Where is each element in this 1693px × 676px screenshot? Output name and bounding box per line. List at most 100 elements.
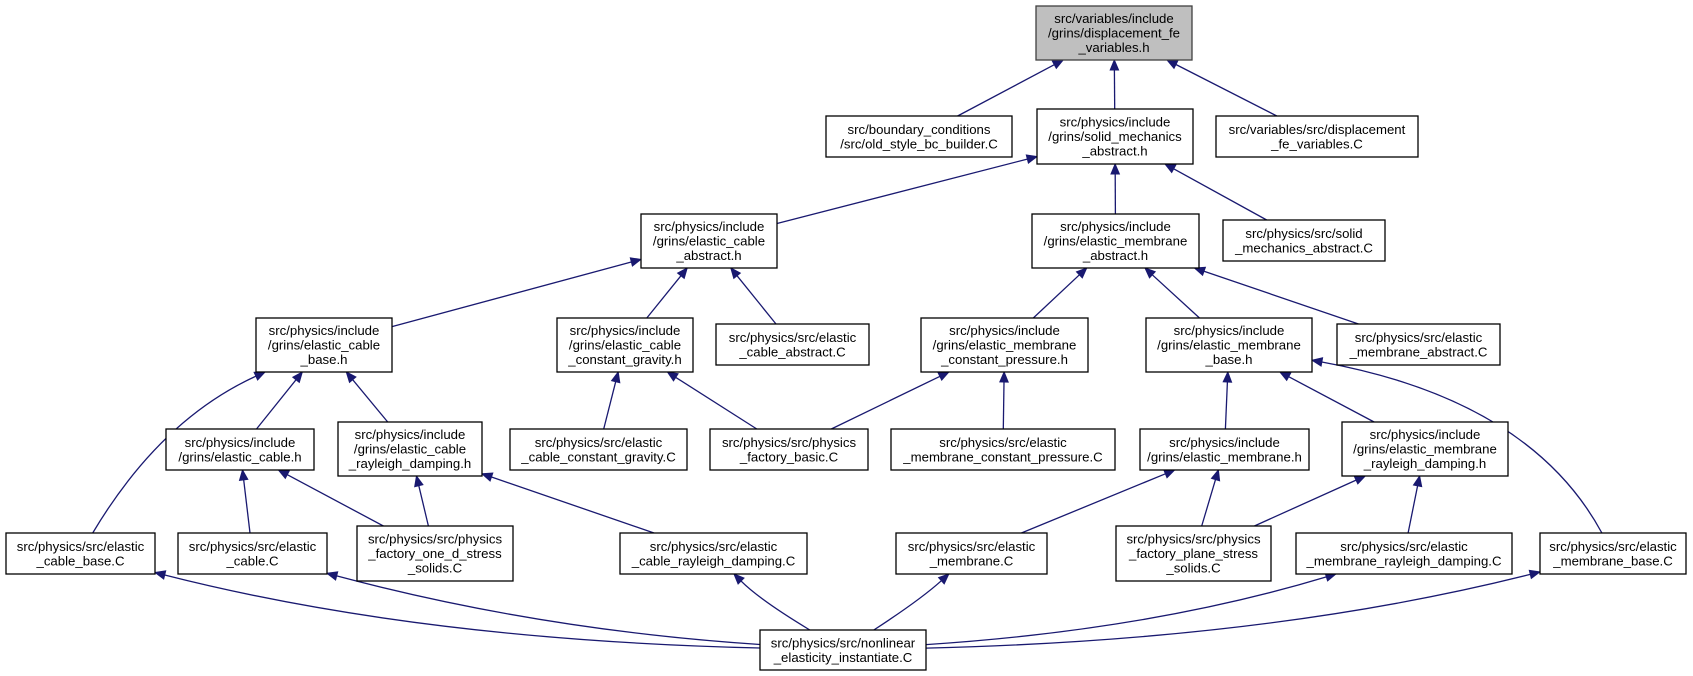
- arrowhead: [733, 573, 745, 585]
- file-node[interactable]: src/physics/src/elastic_membrane_abstrac…: [1336, 323, 1501, 366]
- node-box: [356, 525, 514, 582]
- arrowhead: [729, 266, 742, 280]
- node-box: [177, 532, 328, 575]
- edge-line: [1151, 274, 1200, 319]
- file-node[interactable]: src/physics/src/elastic_membrane_base.C: [1539, 532, 1687, 575]
- dependency-edge-n28-to-n26: [925, 572, 1338, 646]
- edge-line: [675, 376, 758, 430]
- arrowhead: [937, 371, 950, 381]
- node-box: [825, 115, 1013, 158]
- edge-line: [925, 576, 1327, 646]
- file-node[interactable]: src/physics/src/physics_factory_plane_st…: [1115, 525, 1272, 582]
- file-node[interactable]: src/physics/include/grins/elastic_cable.…: [165, 428, 315, 471]
- node-label-line: _membrane.C: [929, 553, 1014, 568]
- node-label-line: _variables.h: [1077, 40, 1149, 55]
- node-label-line: /src/old_style_bc_builder.C: [840, 136, 998, 151]
- edge-line: [391, 261, 632, 328]
- file-node[interactable]: src/physics/src/elastic_membrane_constan…: [890, 428, 1116, 471]
- node-label-line: /grins/elastic_cable: [354, 442, 466, 457]
- file-node[interactable]: src/physics/src/physics_factory_basic.C: [709, 428, 869, 471]
- edge-line: [243, 479, 251, 534]
- node-label-line: _abstract.h: [1081, 144, 1147, 159]
- node-label-line: src/physics/src/elastic: [17, 539, 145, 554]
- node-label-line: /grins/elastic_membrane: [1157, 338, 1301, 353]
- dependency-edge-n28-to-n20: [153, 570, 761, 649]
- nodes-layer: src/variables/include/grins/displacement…: [5, 5, 1687, 671]
- edge-line: [1173, 168, 1268, 221]
- file-node[interactable]: src/physics/src/elastic_membrane.C: [895, 532, 1048, 575]
- arrowhead: [480, 472, 494, 482]
- dependency-edge-n8-to-n4: [646, 267, 689, 319]
- dependency-edge-n16-to-n10: [831, 371, 950, 430]
- file-node[interactable]: src/boundary_conditions/src/old_style_bc…: [825, 115, 1013, 158]
- file-node[interactable]: src/physics/src/elastic_membrane_rayleig…: [1295, 532, 1513, 575]
- node-box: [556, 317, 694, 373]
- edge-line: [164, 574, 761, 649]
- file-node[interactable]: src/physics/include/grins/solid_mechanic…: [1036, 108, 1194, 165]
- file-node[interactable]: src/variables/src/displacement_fe_variab…: [1215, 115, 1419, 158]
- node-label-line: src/physics/src/elastic: [535, 435, 663, 450]
- file-node[interactable]: src/physics/include/grins/elastic_cable_…: [255, 317, 393, 373]
- node-label-line: _membrane_base.C: [1552, 553, 1673, 568]
- file-node[interactable]: src/physics/src/elastic_cable_abstract.C: [715, 323, 870, 366]
- node-label-line: _cable_rayleigh_damping.C: [631, 553, 796, 568]
- node-box: [1036, 108, 1194, 165]
- edges-layer: [92, 58, 1603, 649]
- dependency-edge-n26-to-n19: [1407, 474, 1423, 534]
- arrowhead: [325, 571, 339, 581]
- node-label-line: src/physics/include: [1169, 435, 1280, 450]
- node-box: [1336, 323, 1501, 366]
- file-node[interactable]: src/physics/src/nonlinear_elasticity_ins…: [759, 629, 927, 671]
- arrowhead: [676, 267, 689, 280]
- node-label-line: src/physics/src/elastic: [189, 539, 317, 554]
- node-label-line: src/physics/include: [654, 219, 765, 234]
- dependency-edge-n22-to-n14: [414, 474, 430, 527]
- arrowhead: [414, 474, 424, 488]
- file-node[interactable]: src/physics/include/grins/elastic_membra…: [1139, 428, 1310, 471]
- dependency-edge-n13-to-n7: [255, 370, 304, 430]
- arrowhead: [1310, 357, 1324, 367]
- edge-line: [1002, 381, 1005, 430]
- node-label-line: src/physics/include: [570, 323, 681, 338]
- dependency-edge-n17-to-n10: [999, 370, 1009, 430]
- file-node[interactable]: src/physics/include/grins/elastic_membra…: [1145, 317, 1313, 373]
- file-node[interactable]: src/physics/include/grins/elastic_membra…: [920, 317, 1089, 373]
- edge-line: [1224, 381, 1229, 430]
- edge-line: [286, 474, 384, 527]
- node-label-line: src/physics/include: [1370, 427, 1481, 442]
- node-box: [509, 428, 688, 471]
- node-label-line: src/variables/include: [1054, 11, 1173, 26]
- node-label-line: src/physics/include: [269, 323, 380, 338]
- dependency-edge-n1-to-n0: [957, 59, 1065, 117]
- file-node[interactable]: src/physics/src/elastic_cable_constant_g…: [509, 428, 688, 471]
- file-node[interactable]: src/physics/include/grins/elastic_cable_…: [556, 317, 694, 373]
- edge-line: [1201, 479, 1217, 527]
- node-label-line: src/physics/src/solid: [1245, 226, 1362, 241]
- edge-line: [740, 580, 811, 631]
- dependency-edge-n23-to-n14: [480, 472, 655, 534]
- edge-line: [1288, 376, 1375, 423]
- file-node[interactable]: src/physics/src/elastic_cable_rayleigh_d…: [619, 532, 808, 575]
- file-node[interactable]: src/physics/include/grins/elastic_membra…: [1341, 421, 1509, 477]
- file-node[interactable]: src/physics/src/elastic_cable.C: [177, 532, 328, 575]
- node-label-line: /grins/solid_mechanics: [1048, 129, 1182, 144]
- arrowhead: [999, 370, 1009, 383]
- dependency-edge-n28-to-n21: [325, 571, 761, 646]
- node-label-line: _factory_plane_stress: [1128, 546, 1258, 561]
- edge-line: [776, 158, 1028, 225]
- node-label-line: _membrane_constant_pressure.C: [902, 449, 1103, 464]
- node-label-line: _factory_one_d_stress: [367, 546, 502, 561]
- file-node[interactable]: src/physics/src/physics_factory_one_d_st…: [356, 525, 514, 582]
- file-node[interactable]: src/physics/src/elastic_cable_base.C: [5, 532, 156, 575]
- node-box: [1145, 317, 1313, 373]
- file-node[interactable]: src/physics/include/grins/elastic_cable_…: [640, 213, 778, 269]
- file-node[interactable]: src/physics/src/solid_mechanics_abstract…: [1222, 219, 1386, 262]
- file-node[interactable]: src/physics/include/grins/elastic_cable_…: [337, 421, 483, 477]
- file-node[interactable]: src/physics/include/grins/elastic_membra…: [1031, 213, 1200, 269]
- node-box: [1539, 532, 1687, 575]
- root-file-node[interactable]: src/variables/include/grins/displacement…: [1035, 5, 1193, 61]
- node-label-line: _mechanics_abstract.C: [1234, 240, 1373, 255]
- node-label-line: /grins/elastic_membrane: [933, 338, 1077, 353]
- node-box: [1341, 421, 1509, 477]
